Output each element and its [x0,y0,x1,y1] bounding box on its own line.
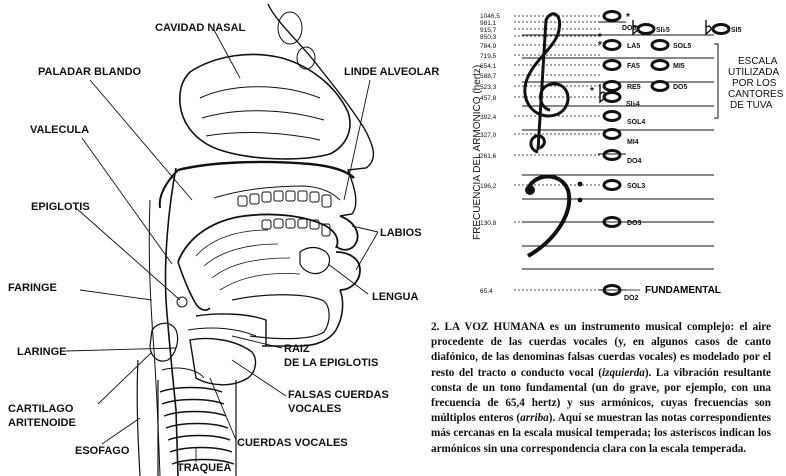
label-alveolar-ridge: LINDE ALVEOLAR [344,66,439,78]
freq-261: 261,6 [480,153,497,160]
freq-588: 588,7 [480,73,497,80]
caption-italic-1: izquierda [601,366,645,379]
asterisk-icon: * [598,40,602,51]
frequency-axis-label: FRECUENCIA DEL ARMONICO (hertz) [472,65,483,240]
flat-icon [632,20,639,36]
note-do5 [650,80,670,92]
caption-part-2: ). La vibración resultante consta de un … [431,366,771,425]
note-si5 [711,23,731,35]
note-sol3 [602,179,622,191]
scale-label: ESCALA UTILIZADA POR LOS CANTORES DE TUV… [728,56,784,111]
note-label-sol4: SOL4 [627,119,645,126]
label-pharynx: FARINGE [8,282,57,294]
label-false-cords-2: VOCALES [288,403,341,415]
label-leader-lines [65,29,379,462]
note-label-si4-flat: SI♭4 [626,100,640,108]
note-label-do6: DO6 [622,25,637,32]
flat-icon [599,84,607,104]
note-do4 [602,149,622,161]
label-arytenoid-2: ARITENOIDE [8,417,76,429]
note-sol5 [650,39,670,51]
harmonic-staff: FRECUENCIA DEL ARMONICO (hertz) [472,10,784,302]
freq-457: 457,8 [480,95,497,102]
note-do2 [602,284,622,296]
note-label-sol5: SOL5 [673,43,691,50]
flat-icon [705,20,712,36]
freq-65: 65,4 [480,288,493,295]
freq-1046: 1046,5 [480,13,500,20]
asterisk-icon: * [590,86,594,97]
scale-label-2: UTILIZADA [728,67,779,78]
freq-654: 654,1 [480,63,497,70]
note-label-si5-flat: SI♭5 [656,26,670,34]
freq-327: 327,0 [480,132,497,139]
note-do6 [602,10,622,22]
scale-label-5: DE TUVA [730,100,773,111]
note-la5 [602,39,622,51]
label-trachea: TRAQUEA [177,462,231,474]
asterisk-icon: * [598,32,602,43]
note-si5-flat [636,23,656,35]
note-label-mi4: MI4 [627,139,639,146]
label-nasal-cavity: CAVIDAD NASAL [155,22,246,34]
scale-label-3: POR LOS [732,78,777,89]
caption-italic-2: arriba [520,412,549,425]
note-label-do2: DO2 [624,295,639,302]
note-do3 [602,216,622,228]
note-si4-flat [602,91,622,103]
caption-part-3: ). Aquí se muestran las notas correspond… [431,412,772,455]
note-names: DO6 SI♭5 SI5 LA5 SOL5 FA5 MI5 RE5 DO5 SI… [622,25,742,302]
note-re5 [602,80,622,92]
accidentals [599,20,712,104]
bass-clef-icon [525,174,583,258]
freq-523: 523,3 [480,84,497,91]
note-label-si5: SI5 [731,27,742,34]
scale-bracket [714,43,719,119]
note-label-la5: LA5 [627,43,640,50]
note-fa5 [602,59,622,71]
freq-915: 915,7 [480,27,497,34]
note-label-mi5: MI5 [673,63,685,70]
label-lips: LABIOS [380,227,422,239]
note-label-sol3: SOL3 [627,183,645,190]
label-esophagus: ESOFAGO [75,445,130,457]
freq-392: 392,4 [480,114,497,121]
note-label-do3: DO3 [627,220,642,227]
label-vocal-cords: CUERDAS VOCALES [237,437,348,449]
label-tongue: LENGUA [372,291,419,303]
note-sol4 [602,110,622,122]
note-label-fa5: FA5 [627,63,640,70]
note-heads [602,10,731,296]
treble-clef-icon [523,12,570,154]
note-label-do5: DO5 [673,84,688,91]
frequency-values: 1046,5 981,1 915,7 850,3 784,9 719,5 654… [480,13,500,295]
freq-719: 719,5 [480,53,497,60]
label-epiglottis: EPIGLOTIS [31,201,90,213]
figure-caption: 2. LA VOZ HUMANA es un instrumento music… [431,320,771,457]
freq-196: 196,2 [480,183,497,190]
note-mi5 [650,59,670,71]
freq-784: 784,9 [480,43,497,50]
freq-850: 850,3 [480,34,497,41]
freq-130: 130,8 [480,220,497,227]
vocal-tract-illustration [136,3,374,476]
scale-label-1: ESCALA [738,56,778,67]
label-false-cords-1: FALSAS CUERDAS [288,389,389,401]
scale-label-4: CANTORES [728,89,784,100]
caption-part-1: 2. LA VOZ HUMANA es un instrumento music… [431,321,771,379]
asterisk-icon: * [626,12,630,23]
freq-981: 981,1 [480,20,497,27]
label-vallecula: VALECULA [30,124,89,136]
label-soft-palate: PALADAR BLANDO [38,66,142,78]
label-epiglottis-root-2: DE LA EPIGLOTIS [284,357,378,369]
note-label-do4: DO4 [627,158,642,165]
label-larynx: LARINGE [17,346,67,358]
note-label-re5: RE5 [627,84,641,91]
label-arytenoid-1: CARTILAGO [8,403,74,415]
note-mi4 [602,128,622,140]
label-epiglottis-root-1: RAIZ [284,343,310,355]
fundamental-label: FUNDAMENTAL [645,285,721,296]
